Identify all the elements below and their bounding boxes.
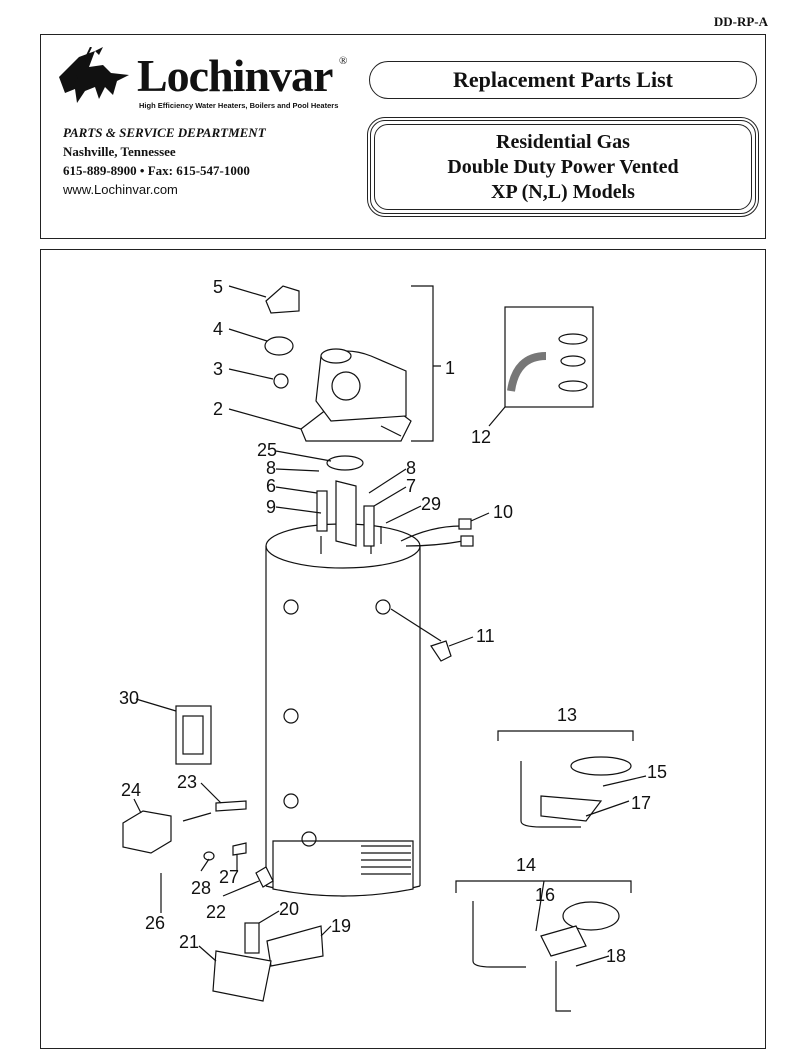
callout-11: 11 — [476, 626, 495, 646]
callout-28: 28 — [191, 878, 211, 898]
part-10-harness — [400, 525, 464, 547]
part-21-outer-door — [212, 950, 272, 1002]
callout-23: 23 — [177, 772, 197, 792]
callout-30: 30 — [119, 688, 139, 708]
part-3-thermal-switch — [273, 373, 289, 389]
part-4-pressure-switch — [264, 336, 294, 356]
subtitle-line-3: XP (N,L) Models — [491, 180, 635, 203]
part-7-nipple — [363, 505, 375, 547]
callout-15: 15 — [647, 762, 667, 782]
callout-8-left: 8 — [266, 458, 276, 478]
callout-27: 27 — [219, 867, 239, 887]
department-phone-fax: 615-889-8900 • Fax: 615-547-1000 — [63, 163, 250, 178]
part-22-gas-valve — [255, 866, 274, 888]
callout-9: 9 — [266, 497, 276, 517]
page-title: Replacement Parts List — [369, 61, 757, 99]
logo-wordmark: Lochinvar — [137, 50, 333, 101]
callout-17: 17 — [631, 793, 651, 813]
callout-4: 4 — [213, 319, 223, 339]
callout-19: 19 — [331, 916, 351, 936]
callout-8-right: 8 — [406, 458, 416, 478]
callout-20: 20 — [279, 899, 299, 919]
callout-6: 6 — [266, 476, 276, 496]
part-9-baffle — [335, 480, 357, 547]
callout-7: 7 — [406, 476, 416, 496]
part-27-clip — [232, 842, 247, 856]
part-5-vent-elbow — [265, 285, 300, 314]
lochinvar-logo: Lochinvar ® High Efficiency Water Heater… — [55, 43, 355, 113]
part-28-nut — [203, 851, 215, 861]
part-30-kit-card — [175, 705, 212, 765]
callout-21: 21 — [179, 932, 199, 952]
group-1-bracket — [411, 285, 441, 442]
callout-25: 25 — [257, 440, 277, 460]
parts-diagram-box: 5 4 3 2 1 25 8 6 9 8 7 29 10 11 12 30 24… — [40, 249, 766, 1049]
part-24-control-box — [122, 810, 172, 854]
callout-1: 1 — [445, 358, 455, 378]
power-vent-blower — [300, 348, 412, 442]
callout-18: 18 — [606, 946, 626, 966]
part-20-bracket — [244, 922, 260, 954]
logo-tagline: High Efficiency Water Heaters, Boilers a… — [139, 101, 339, 110]
knight-on-horse-icon — [59, 47, 129, 103]
callout-29: 29 — [421, 494, 441, 514]
exploded-parts-diagram: 5 4 3 2 1 25 8 6 9 8 7 29 10 11 12 30 24… — [119, 277, 667, 1012]
part-6-nipple — [316, 490, 328, 532]
callout-13: 13 — [557, 705, 577, 725]
document-code: DD-RP-A — [713, 14, 768, 29]
water-heater-tank — [265, 523, 421, 897]
callout-3: 3 — [213, 359, 223, 379]
department-website: www.Lochinvar.com — [63, 182, 178, 197]
callout-2: 2 — [213, 399, 223, 419]
callout-26: 26 — [145, 913, 165, 933]
callout-14: 14 — [516, 855, 536, 875]
department-info: PARTS & SERVICE DEPARTMENT Nashville, Te… — [63, 123, 266, 199]
burner-assembly-14 — [455, 880, 632, 1012]
callout-22: 22 — [206, 902, 226, 922]
burner-assembly-13 — [497, 730, 634, 828]
subtitle-line-1: Residential Gas — [496, 130, 630, 153]
department-name: PARTS & SERVICE DEPARTMENT — [63, 125, 266, 140]
leader-lines — [133, 285, 647, 967]
callout-5: 5 — [213, 277, 223, 297]
callout-10: 10 — [493, 502, 513, 522]
department-city: Nashville, Tennessee — [63, 144, 176, 159]
callout-24: 24 — [121, 780, 141, 800]
header-box: Lochinvar ® High Efficiency Water Heater… — [40, 34, 766, 239]
callout-16: 16 — [535, 885, 555, 905]
model-subtitle-box: Residential Gas Double Duty Power Vented… — [367, 117, 759, 217]
part-11-drain-valve — [430, 640, 452, 662]
part-23-igniter — [215, 800, 247, 812]
part-25-gasket — [326, 455, 364, 471]
subtitle-line-2: Double Duty Power Vented — [447, 155, 679, 178]
registered-mark: ® — [339, 55, 348, 67]
part-19-cover-plate — [266, 925, 324, 967]
callout-12: 12 — [471, 427, 491, 447]
